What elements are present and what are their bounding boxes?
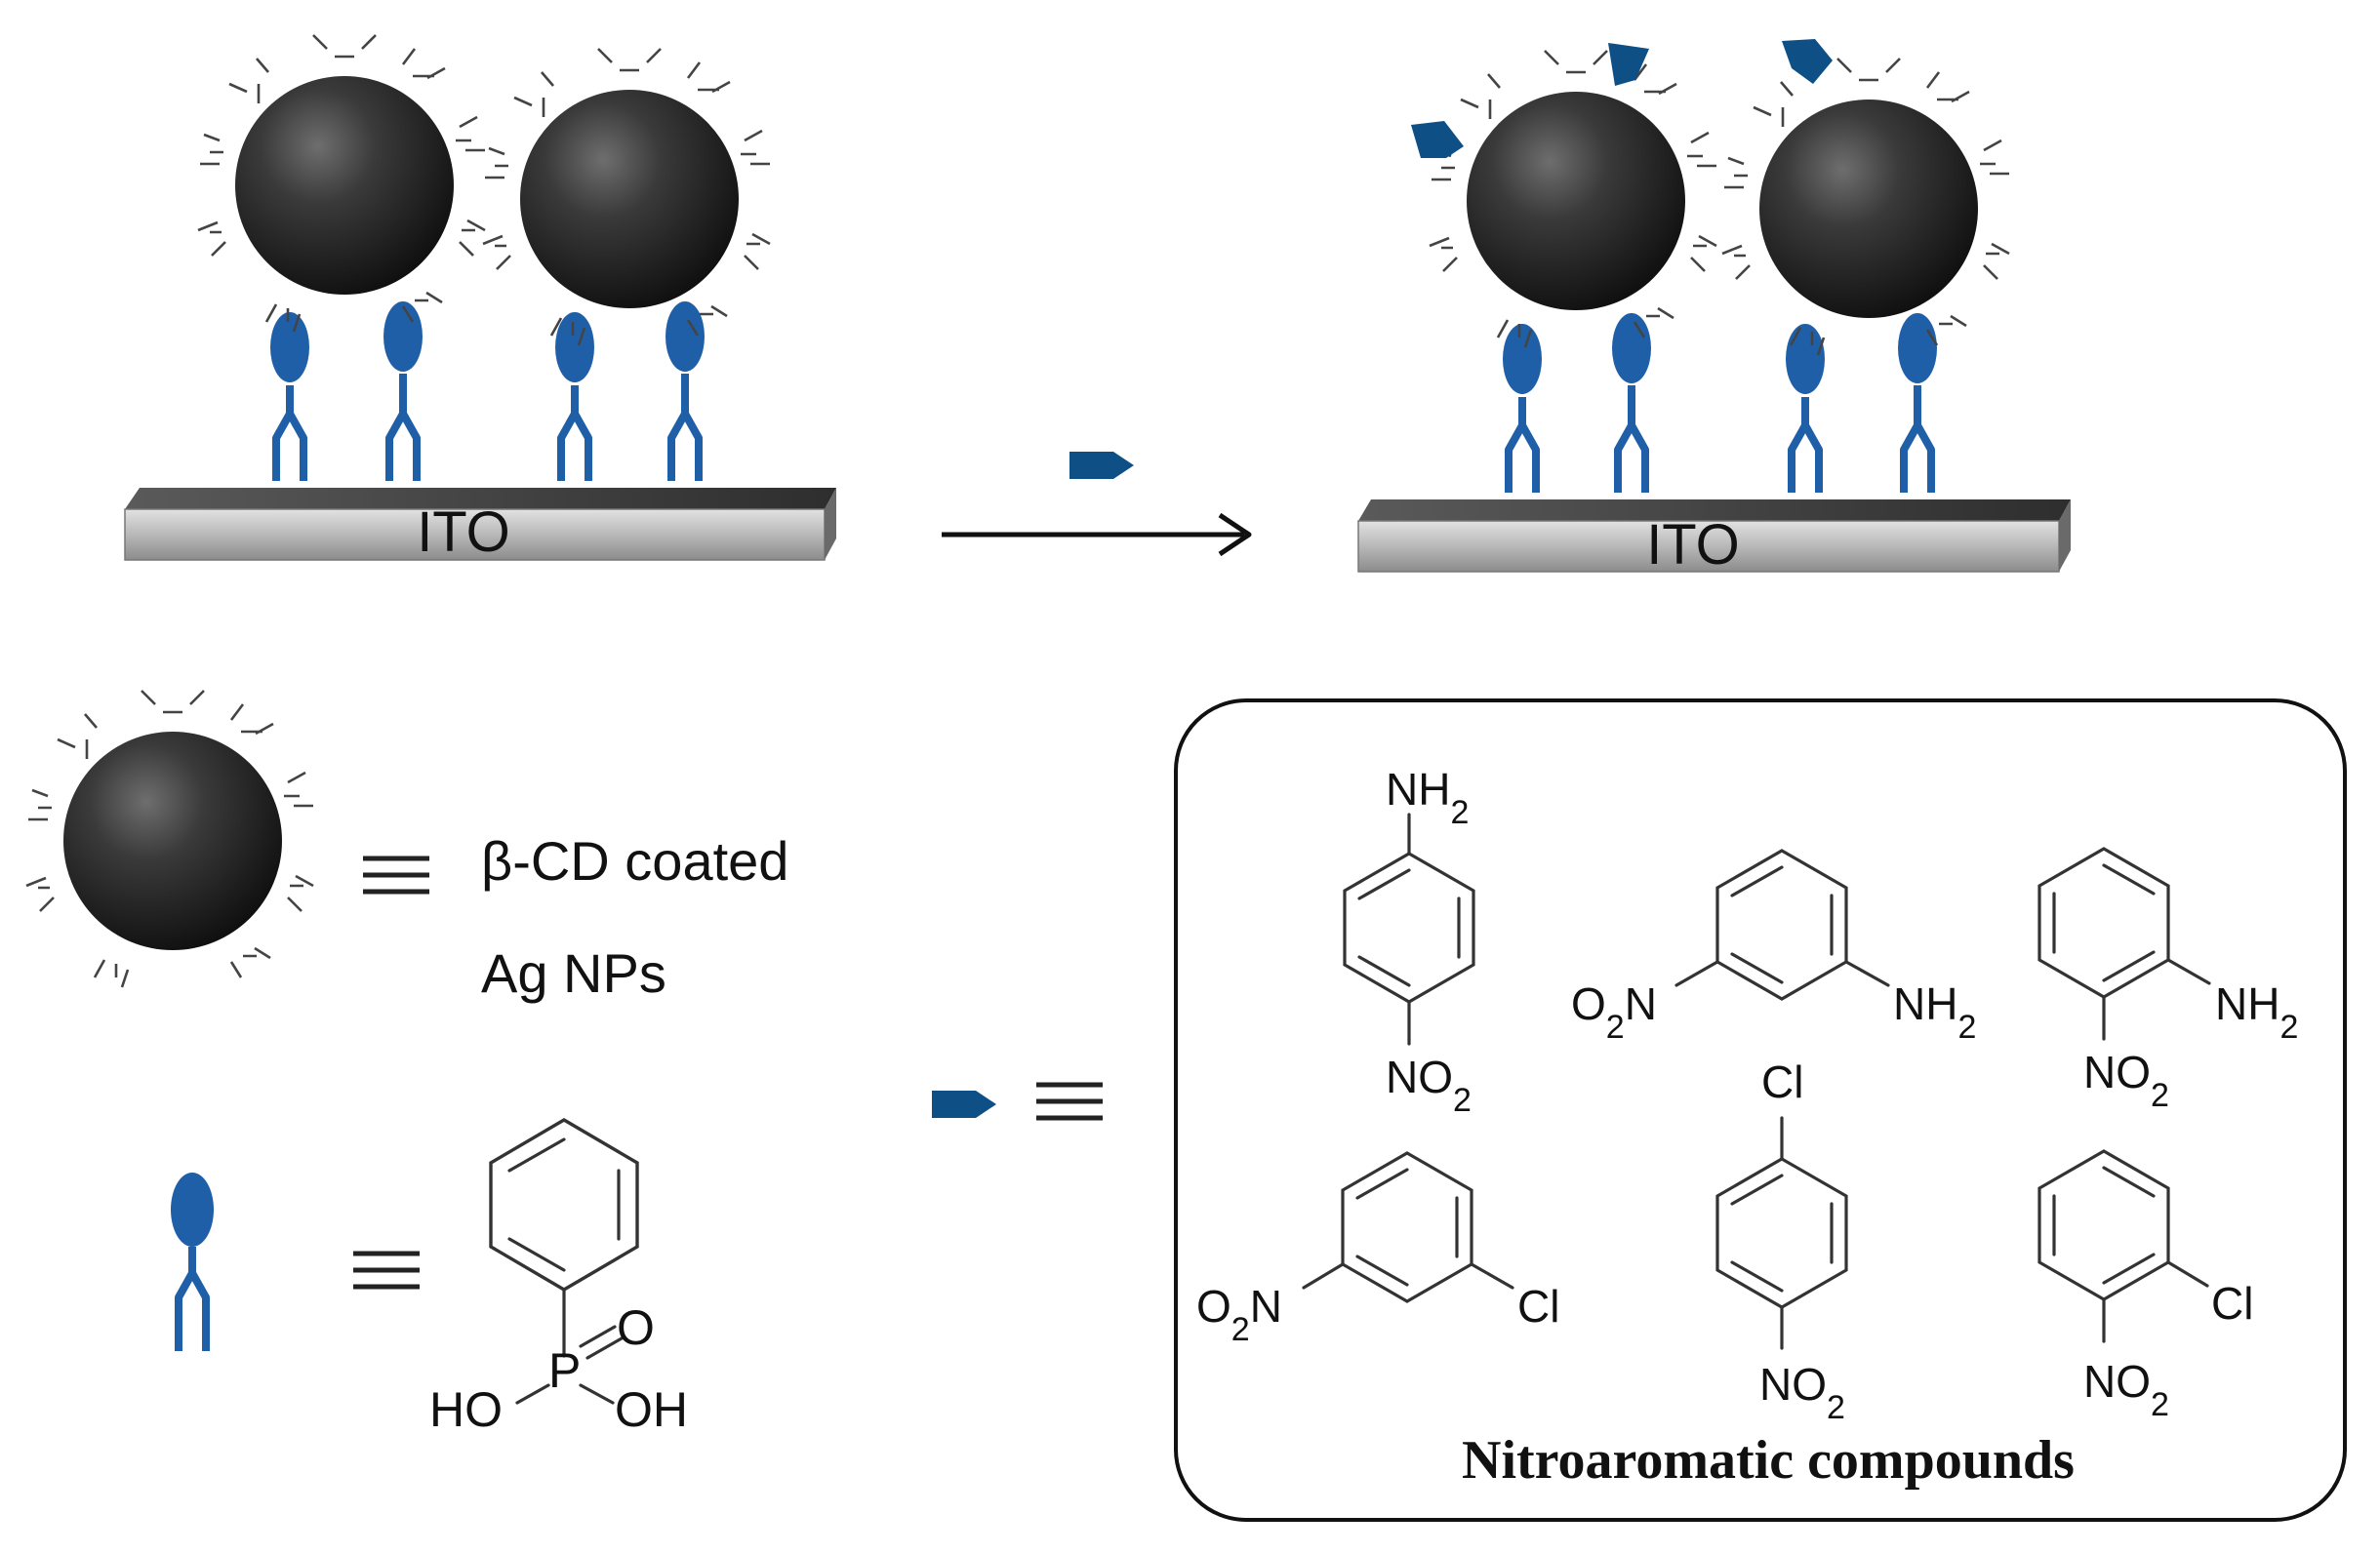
analyte-icon [1069, 452, 1134, 479]
ito-substrate-left: ITO [124, 488, 836, 564]
chloro-group-label: Cl [2211, 1278, 2253, 1329]
chloro-group-label: Cl [1761, 1056, 1803, 1107]
compound-2-nitrochlorobenzene: Cl NO2 [2037, 1149, 2253, 1423]
linker-molecule [1786, 324, 1825, 493]
nitro-group-label: NO2 [2083, 1356, 2169, 1423]
equivalent-sign [353, 1251, 420, 1290]
linker-molecule [1612, 313, 1651, 493]
nanoparticle-label-line1: β-CD coated [481, 830, 788, 892]
compound-4-nitrochlorobenzene: Cl NO2 [1715, 1056, 1848, 1426]
amino-group-label: NH2 [1893, 978, 1976, 1046]
hydroxyl-left-label: HO [429, 1382, 503, 1437]
compound-3-nitrochlorobenzene: O2N Cl [1196, 1151, 1559, 1348]
compound-3-nitroaniline: O2N NH2 [1571, 849, 1976, 1046]
linker-molecule [1503, 324, 1542, 493]
legend-linker: O P HO OH [171, 1118, 688, 1437]
legend-analyte [932, 1082, 1103, 1121]
analyte-icon [932, 1091, 996, 1118]
panel-title: Nitroaromatic compounds [1462, 1430, 2075, 1491]
linker-molecule [383, 301, 423, 481]
equivalent-sign [1036, 1082, 1103, 1121]
ito-label-right: ITO [1646, 513, 1740, 577]
right-electrode: ITO [1357, 39, 2071, 577]
compound-2-nitroaniline: NH2 NO2 [2037, 847, 2298, 1114]
bound-analyte-icon [1782, 39, 1833, 84]
phenylphosphonic-acid-structure: O P HO OH [429, 1118, 688, 1437]
amino-group-label: NH2 [2215, 978, 2298, 1046]
phosphoryl-oxygen-label: O [617, 1300, 655, 1355]
ito-label-left: ITO [417, 500, 510, 564]
phosphorus-label: P [548, 1343, 581, 1398]
linker-molecule [666, 301, 705, 481]
nitro-group-label: NO2 [2083, 1047, 2169, 1114]
nanoparticle [482, 48, 771, 346]
compound-4-nitroaniline: NH2 NO2 [1343, 764, 1475, 1119]
hydroxyl-right-label: OH [615, 1382, 688, 1437]
linker-molecule [171, 1173, 214, 1351]
nanoparticle [25, 690, 314, 988]
nanoparticle [1429, 50, 1717, 348]
chloro-group-label: Cl [1517, 1281, 1559, 1332]
bound-analyte-icon [1411, 121, 1464, 158]
nitro-group-label: NO2 [1386, 1052, 1472, 1119]
nitro-group-label: O2N [1571, 978, 1657, 1046]
reaction-arrow [942, 452, 1252, 557]
nitro-group-label: O2N [1196, 1281, 1282, 1348]
nanoparticle-label-line2: Ag NPs [481, 942, 666, 1004]
ito-substrate-right: ITO [1357, 499, 2071, 577]
linker-molecule [1898, 313, 1937, 493]
equivalent-sign [363, 856, 429, 895]
linker-molecule [270, 312, 309, 481]
linker-molecule [555, 312, 594, 481]
nitroaromatic-compounds-panel: NH2 NO2 O2N NH2 [1174, 698, 2347, 1522]
nanoparticle [197, 34, 486, 333]
nanoparticle [1721, 58, 2010, 356]
legend-nanoparticle: β-CD coated Ag NPs [25, 690, 788, 1004]
bound-analyte-icon [1608, 43, 1649, 86]
nitro-group-label: NO2 [1759, 1359, 1845, 1426]
left-electrode: ITO [124, 34, 836, 564]
amino-group-label: NH2 [1386, 764, 1469, 831]
